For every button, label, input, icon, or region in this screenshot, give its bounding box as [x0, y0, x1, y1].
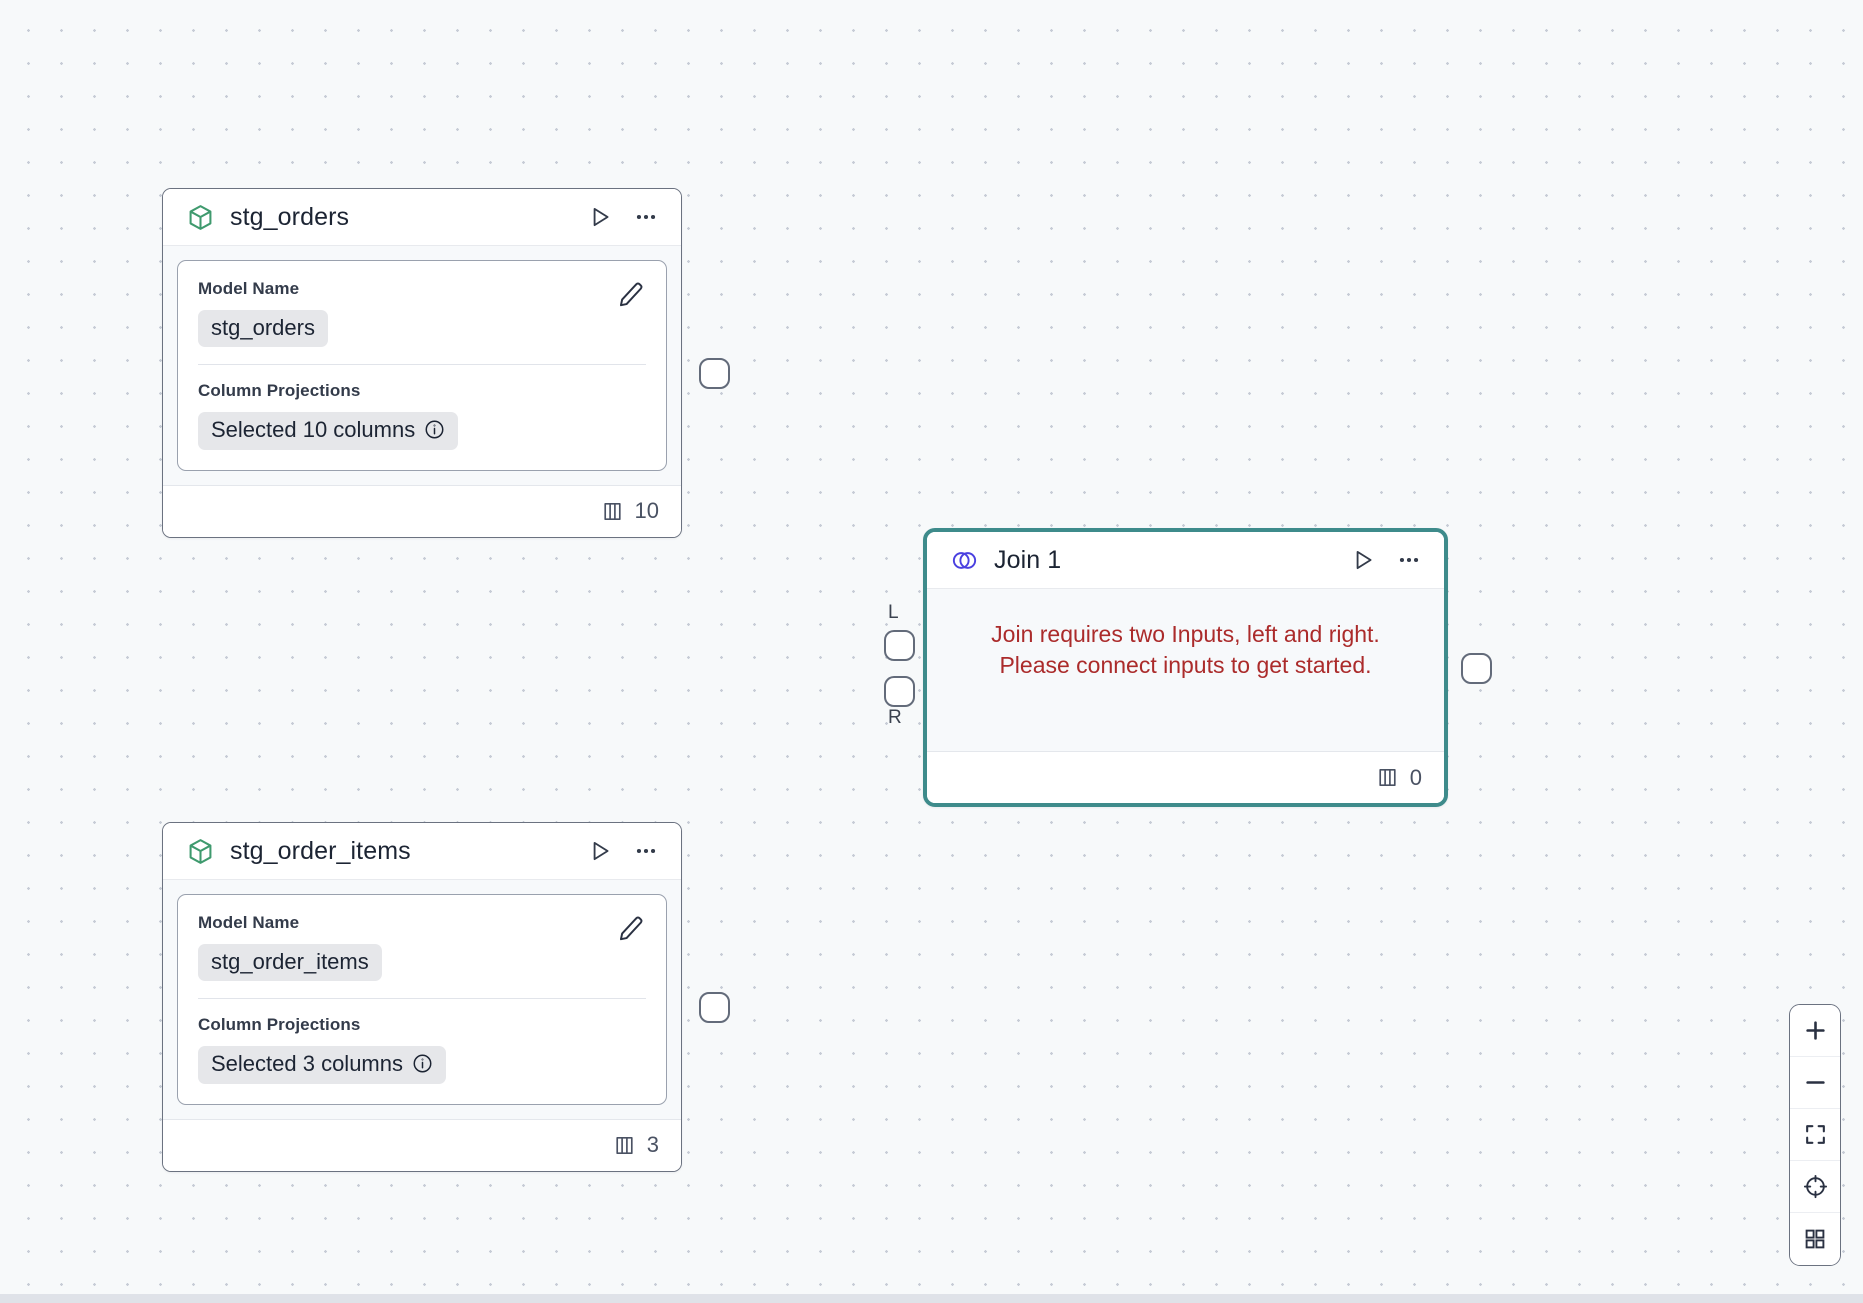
- join-error-line-2: Please connect inputs to get started.: [999, 652, 1372, 679]
- node-title: Join 1: [994, 545, 1062, 574]
- plus-icon: [1802, 1017, 1829, 1044]
- card-divider: [198, 364, 646, 366]
- node-body: Model Name stg_orders Column Projections: [163, 246, 681, 485]
- column-count: 10: [634, 498, 659, 524]
- recenter-button[interactable]: [1790, 1161, 1840, 1213]
- more-options-button[interactable]: [1394, 545, 1424, 575]
- toggle-grid-button[interactable]: [1790, 1213, 1840, 1265]
- node-title: stg_orders: [230, 202, 350, 231]
- zoom-controls[interactable]: [1789, 1004, 1841, 1266]
- column-projections-chip[interactable]: Selected 3 columns: [198, 1046, 446, 1084]
- model-config-card: Model Name stg_orders Column Projections: [177, 260, 667, 471]
- node-join-1[interactable]: Join 1 Join requires two Inputs, left an…: [923, 528, 1448, 807]
- model-config-card: Model Name stg_order_items Column Projec…: [177, 894, 667, 1105]
- output-port-stg-order-items[interactable]: [699, 992, 730, 1023]
- run-button[interactable]: [1348, 545, 1378, 575]
- grid-icon: [1803, 1227, 1827, 1251]
- zoom-out-button[interactable]: [1790, 1057, 1840, 1109]
- run-button[interactable]: [585, 202, 615, 232]
- node-footer: 3: [163, 1118, 681, 1171]
- model-name-chip[interactable]: stg_order_items: [198, 944, 382, 982]
- cube-icon: [185, 836, 215, 866]
- venn-icon: [949, 545, 979, 575]
- model-name-value: stg_orders: [211, 315, 315, 340]
- info-icon[interactable]: [412, 1053, 433, 1074]
- node-footer: 10: [163, 484, 681, 537]
- model-name-label: Model Name: [198, 279, 300, 298]
- model-name-group: Model Name stg_orders: [198, 279, 328, 348]
- column-projections-chip[interactable]: Selected 10 columns: [198, 412, 459, 450]
- column-count: 3: [646, 1132, 659, 1158]
- node-header: stg_order_items: [163, 823, 681, 880]
- crosshair-icon: [1803, 1174, 1828, 1199]
- model-name-chip[interactable]: stg_orders: [198, 310, 328, 348]
- join-error-line-1: Join requires two Inputs, left and right…: [991, 621, 1380, 647]
- column-projections-value: Selected 3 columns: [211, 1051, 403, 1077]
- column-projections-group: Column Projections Selected 10 columns: [198, 381, 646, 450]
- node-header-actions: [1348, 545, 1424, 575]
- zoom-in-button[interactable]: [1790, 1005, 1840, 1057]
- model-name-value: stg_order_items: [211, 949, 369, 974]
- column-projections-group: Column Projections Selected 3 columns: [198, 1015, 646, 1084]
- node-footer: 0: [927, 751, 1444, 803]
- model-name-label: Model Name: [198, 913, 300, 932]
- cube-icon: [185, 202, 215, 232]
- node-header: Join 1: [927, 532, 1444, 589]
- model-name-row: Model Name stg_order_items: [198, 913, 646, 982]
- input-port-right-label: R: [888, 707, 902, 728]
- node-body: Model Name stg_order_items Column Projec…: [163, 880, 681, 1119]
- columns-icon: [1375, 765, 1400, 790]
- node-title: stg_order_items: [230, 836, 411, 865]
- column-projections-value: Selected 10 columns: [211, 417, 416, 443]
- info-icon[interactable]: [424, 419, 445, 440]
- columns-icon: [600, 499, 625, 524]
- node-body: Join requires two Inputs, left and right…: [927, 589, 1444, 751]
- column-projections-label: Column Projections: [198, 381, 361, 401]
- model-name-group: Model Name stg_order_items: [198, 913, 382, 982]
- input-port-left[interactable]: [884, 630, 915, 661]
- node-header-actions: [585, 836, 661, 866]
- column-count: 0: [1409, 764, 1422, 790]
- node-header-actions: [585, 202, 661, 232]
- input-port-left-label: L: [888, 602, 899, 623]
- output-port-join-1[interactable]: [1461, 653, 1492, 684]
- output-port-stg-orders[interactable]: [699, 358, 730, 389]
- column-projections-label: Column Projections: [198, 1015, 361, 1035]
- run-button[interactable]: [585, 836, 615, 866]
- minus-icon: [1802, 1069, 1829, 1096]
- node-stg-order-items[interactable]: stg_order_items Model Name stg_order_ite…: [162, 822, 682, 1172]
- columns-icon: [612, 1133, 637, 1158]
- fit-view-button[interactable]: [1790, 1109, 1840, 1161]
- model-name-row: Model Name stg_orders: [198, 279, 646, 348]
- input-port-right[interactable]: [884, 676, 915, 707]
- edit-pencil-icon[interactable]: [616, 279, 646, 309]
- edit-pencil-icon[interactable]: [616, 913, 646, 943]
- node-stg-orders[interactable]: stg_orders Model Name stg_orders: [162, 188, 682, 538]
- more-options-button[interactable]: [631, 202, 661, 232]
- fit-screen-icon: [1803, 1122, 1828, 1147]
- node-header: stg_orders: [163, 189, 681, 246]
- card-divider: [198, 998, 646, 1000]
- more-options-button[interactable]: [631, 836, 661, 866]
